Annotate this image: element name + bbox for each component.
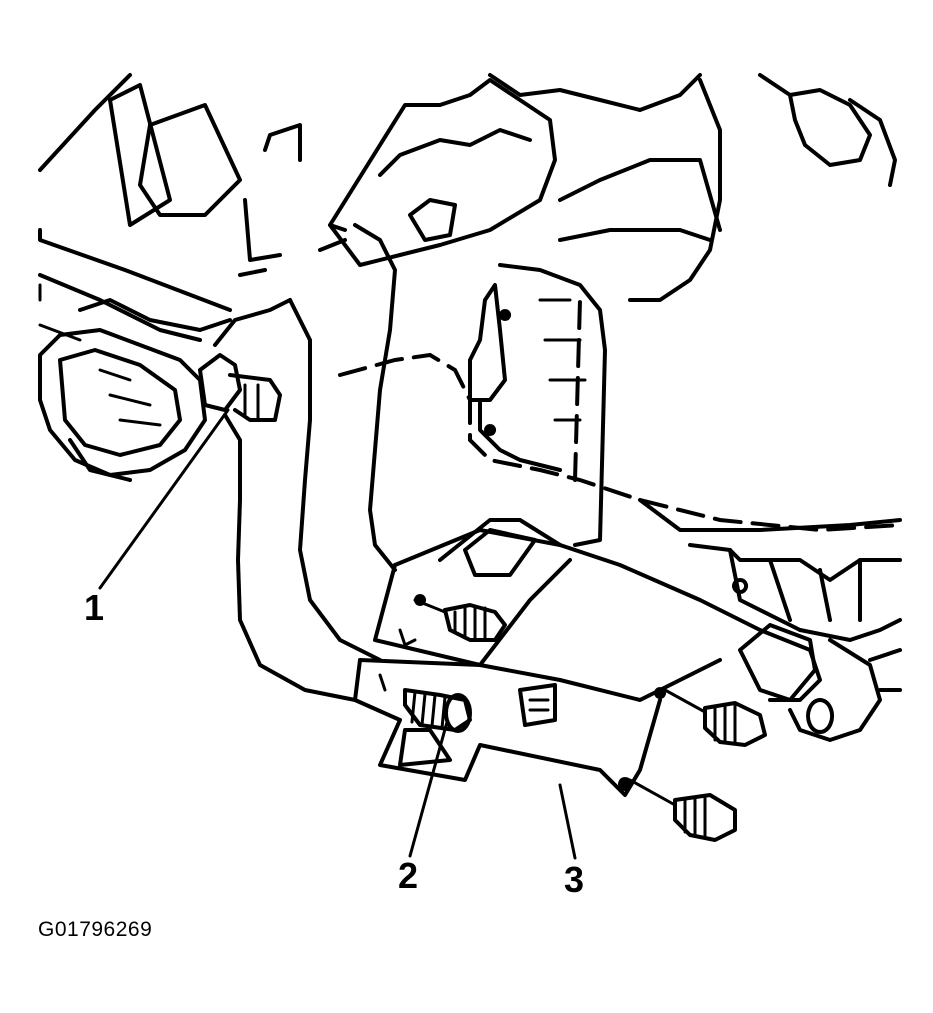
leader-line-2 <box>408 720 449 858</box>
right-bracket <box>468 263 607 547</box>
figure-id: G01796269 <box>38 918 153 941</box>
leader-line-1 <box>98 408 230 590</box>
bolt-right-upper <box>663 688 767 747</box>
callout-label-3: 3 <box>564 859 585 900</box>
steering-column-actuator <box>38 298 232 482</box>
bolt-right-lower <box>628 778 737 842</box>
floor-frame-right <box>638 498 902 742</box>
callout-label-2: 2 <box>398 855 419 896</box>
callout-label-1: 1 <box>84 587 105 628</box>
bolt-item-2 <box>403 688 472 733</box>
module-connector <box>198 298 292 422</box>
lower-mounting-plate <box>353 518 822 797</box>
upper-brackets <box>328 73 897 302</box>
main-support-bracket <box>223 223 902 702</box>
leader-lines <box>98 408 577 860</box>
bolt-upper <box>413 598 507 642</box>
leader-line-3 <box>558 783 577 860</box>
instrument-panel-frame <box>38 73 302 342</box>
